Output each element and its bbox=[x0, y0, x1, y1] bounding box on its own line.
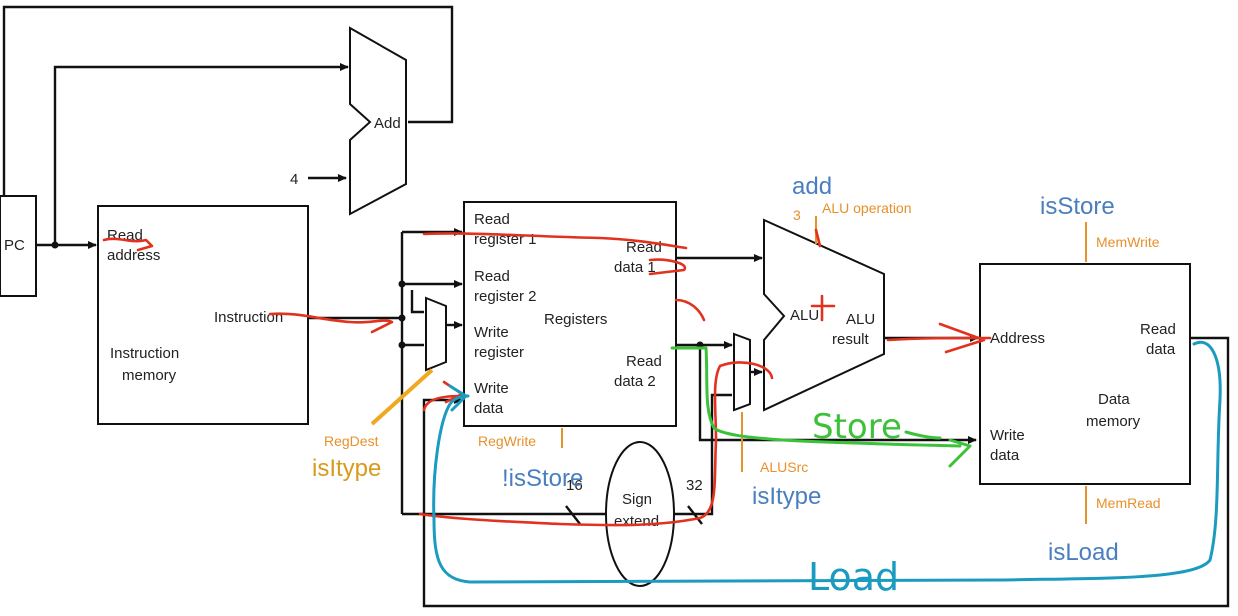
alu-block: ALU ALU result bbox=[763, 218, 885, 412]
wire-pc-feedback bbox=[2, 5, 454, 195]
alusrc-label: ALUSrc bbox=[760, 459, 808, 475]
reg-write-register-l2: register bbox=[474, 344, 524, 361]
alu-result-l1: ALU bbox=[846, 311, 875, 328]
reg-name: Registers bbox=[544, 311, 607, 328]
wire-pc-to-add bbox=[53, 63, 349, 245]
regdest-mux bbox=[425, 296, 447, 372]
memwrite-label: MemWrite bbox=[1096, 234, 1160, 250]
imem-name-l2: memory bbox=[122, 367, 177, 384]
dmem-write-data-l2: data bbox=[990, 447, 1020, 464]
registers-block: Read register 1 Read register 2 Write re… bbox=[463, 201, 677, 427]
dmem-write-data-l1: Write bbox=[990, 427, 1025, 444]
dmem-read-data-l1: Read bbox=[1140, 321, 1176, 338]
reg-read-register-2-l2: register 2 bbox=[474, 288, 537, 305]
reg-read-data-2-l2: data 2 bbox=[614, 373, 656, 390]
imem-read-address-l2: address bbox=[107, 247, 160, 264]
reg-read-data-2-l1: Read bbox=[626, 353, 662, 370]
store-path-green bbox=[670, 346, 972, 468]
annotation-isitype-regdest: isItype bbox=[312, 455, 381, 482]
sign-extend-l2: extend bbox=[614, 513, 659, 530]
regdest-line bbox=[370, 368, 434, 426]
load-path-cyan bbox=[432, 340, 1222, 584]
wire-signext-to-mux bbox=[670, 393, 732, 516]
adder-label: Add bbox=[374, 115, 401, 132]
annotation-load: Load bbox=[808, 555, 899, 599]
alu-operation-label: ALU operation bbox=[822, 200, 912, 216]
adder-block: Add 4 bbox=[290, 26, 407, 216]
sign-extend-out-width: 32 bbox=[686, 477, 703, 494]
annotation-isstore: isStore bbox=[1040, 193, 1115, 220]
reg-write-data-l1: Write bbox=[474, 380, 509, 397]
reg-write-data-l2: data bbox=[474, 400, 504, 417]
slash-16 bbox=[565, 505, 581, 525]
memread-label: MemRead bbox=[1096, 495, 1161, 511]
annotation-add: add bbox=[792, 173, 832, 200]
annotation-isload: isLoad bbox=[1048, 539, 1119, 566]
dmem-address-port: Address bbox=[990, 330, 1045, 347]
dmem-name-l2: memory bbox=[1086, 413, 1141, 430]
pc-label: PC bbox=[4, 237, 25, 254]
wire-mux-in-a bbox=[410, 290, 424, 314]
alu-result-l2: result bbox=[832, 331, 870, 348]
annotations: add isStore isLoad !isStore isItype isIt… bbox=[312, 173, 1119, 599]
alusrc-mux bbox=[733, 332, 751, 412]
annotation-notisstore: !isStore bbox=[502, 465, 583, 492]
imem-instruction-port: Instruction bbox=[214, 309, 283, 326]
reg-read-data-1-l2: data 1 bbox=[614, 259, 656, 276]
imem-name-l1: Instruction bbox=[110, 345, 179, 362]
alu-name: ALU bbox=[790, 307, 819, 324]
reg-read-register-1-l1: Read bbox=[474, 211, 510, 228]
annotation-store: Store bbox=[812, 407, 902, 447]
dmem-name-l1: Data bbox=[1098, 391, 1130, 408]
annotation-isitype-alusrc: isItype bbox=[752, 483, 821, 510]
reg-read-register-2-l1: Read bbox=[474, 268, 510, 285]
sign-extend-l1: Sign bbox=[622, 491, 652, 508]
wire-rd2-to-mem-write bbox=[698, 345, 977, 444]
wire-writeback bbox=[422, 336, 1230, 608]
control-signals: ALU operation 3 MemWrite MemRead RegWrit… bbox=[324, 200, 1161, 524]
adder-constant: 4 bbox=[290, 171, 298, 188]
slash-32 bbox=[687, 505, 703, 525]
reg-write-register-l1: Write bbox=[474, 324, 509, 341]
alu-op-width: 3 bbox=[793, 207, 801, 223]
dmem-read-data-l2: data bbox=[1146, 341, 1176, 358]
pc-block: PC bbox=[0, 195, 37, 297]
regdest-label: RegDest bbox=[324, 433, 379, 449]
data-memory-block: Address Read data Data memory Write data bbox=[979, 263, 1191, 485]
sign-extend-in-width: 16 bbox=[566, 477, 583, 494]
regwrite-label: RegWrite bbox=[478, 433, 536, 449]
